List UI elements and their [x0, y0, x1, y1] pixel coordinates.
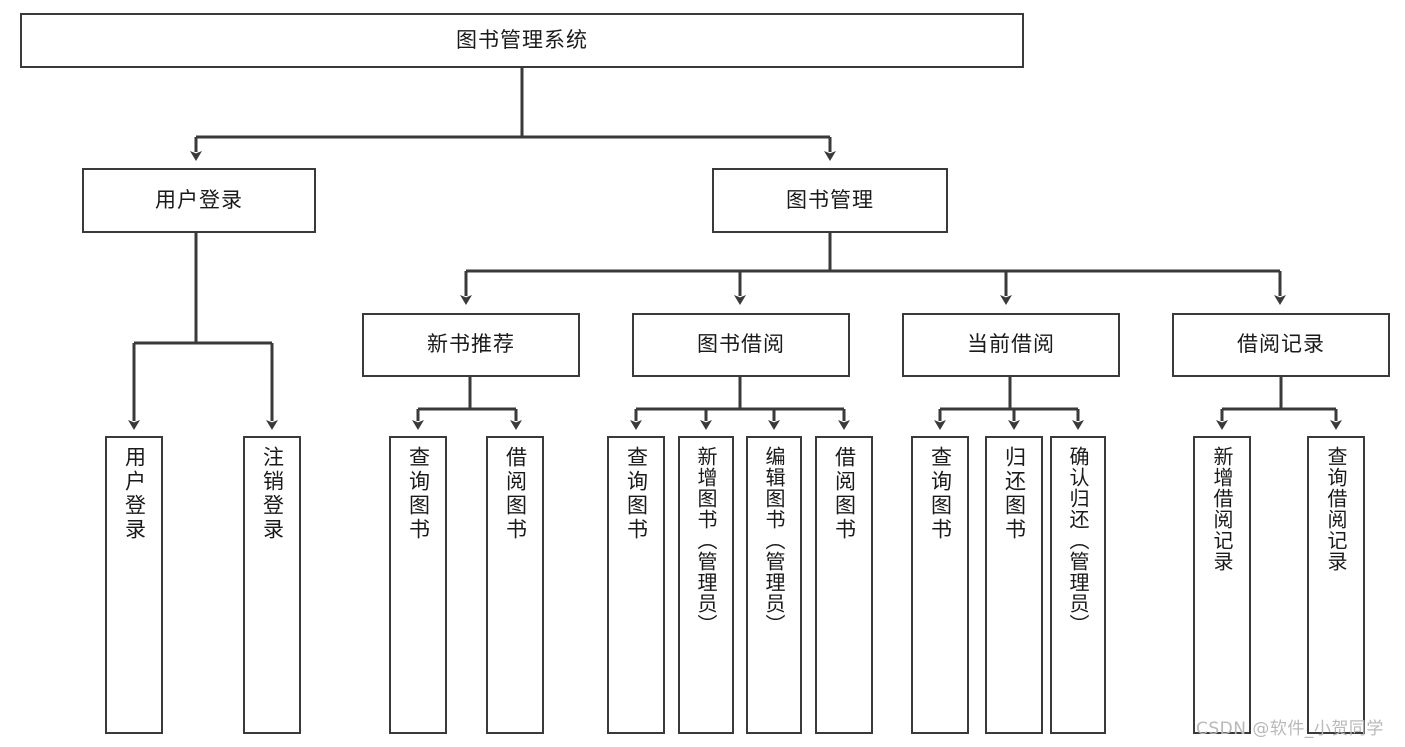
leaf-label: 借阅图书 [503, 446, 528, 542]
watermark-csdn: CSDN @软件_小贺同学 [1196, 719, 1384, 739]
leaf-query-borrow-record[interactable]: 查询借阅记录 [1307, 436, 1365, 734]
leaf-add-book-admin[interactable]: 新增图书（管理员） [678, 436, 734, 734]
leaf-label: 查询借阅记录 [1324, 446, 1348, 572]
leaf-label: 借阅图书 [832, 446, 857, 542]
leaf-add-borrow-record[interactable]: 新增借阅记录 [1193, 436, 1251, 734]
leaf-label: 归还图书 [1002, 446, 1027, 542]
node-book-management[interactable]: 图书管理 [712, 168, 948, 233]
leaf-label: 查询图书 [406, 446, 431, 542]
leaf-borrow-book[interactable]: 借阅图书 [815, 436, 873, 734]
leaf-label: 查询图书 [928, 446, 953, 542]
leaf-label: 用户登录 [122, 446, 147, 542]
node-book-borrow-label: 图书借阅 [697, 332, 785, 357]
node-user-login[interactable]: 用户登录 [82, 168, 316, 233]
leaf-edit-book-admin[interactable]: 编辑图书（管理员） [746, 436, 802, 734]
node-book-management-label: 图书管理 [786, 187, 874, 212]
leaf-label: 编辑图书（管理员） [762, 446, 786, 635]
leaf-user-logout[interactable]: 注销登录 [243, 436, 301, 734]
leaf-label: 确认归还（管理员） [1066, 446, 1090, 635]
node-user-login-label: 用户登录 [155, 187, 243, 212]
leaf-return-book[interactable]: 归还图书 [985, 436, 1043, 734]
leaf-label: 新增借阅记录 [1210, 446, 1234, 572]
leaf-user-login[interactable]: 用户登录 [105, 436, 163, 734]
node-borrow-record[interactable]: 借阅记录 [1172, 313, 1390, 377]
node-borrow-record-label: 借阅记录 [1237, 332, 1325, 357]
leaf-confirm-return-admin[interactable]: 确认归还（管理员） [1050, 436, 1106, 734]
node-current-borrow-label: 当前借阅 [967, 332, 1055, 357]
leaf-query-book-borrow[interactable]: 查询图书 [607, 436, 665, 734]
leaf-label: 查询图书 [624, 446, 649, 542]
leaf-query-book-recommend[interactable]: 查询图书 [389, 436, 447, 734]
node-new-book-recommend-label: 新书推荐 [427, 332, 515, 357]
leaf-label: 注销登录 [260, 446, 285, 542]
node-root[interactable]: 图书管理系统 [20, 13, 1024, 68]
node-root-label: 图书管理系统 [456, 27, 588, 52]
node-current-borrow[interactable]: 当前借阅 [902, 313, 1120, 377]
leaf-label: 新增图书（管理员） [694, 446, 718, 635]
leaf-borrow-book-recommend[interactable]: 借阅图书 [486, 436, 544, 734]
node-book-borrow[interactable]: 图书借阅 [632, 313, 850, 377]
node-new-book-recommend[interactable]: 新书推荐 [362, 313, 580, 377]
leaf-query-book-current[interactable]: 查询图书 [911, 436, 969, 734]
